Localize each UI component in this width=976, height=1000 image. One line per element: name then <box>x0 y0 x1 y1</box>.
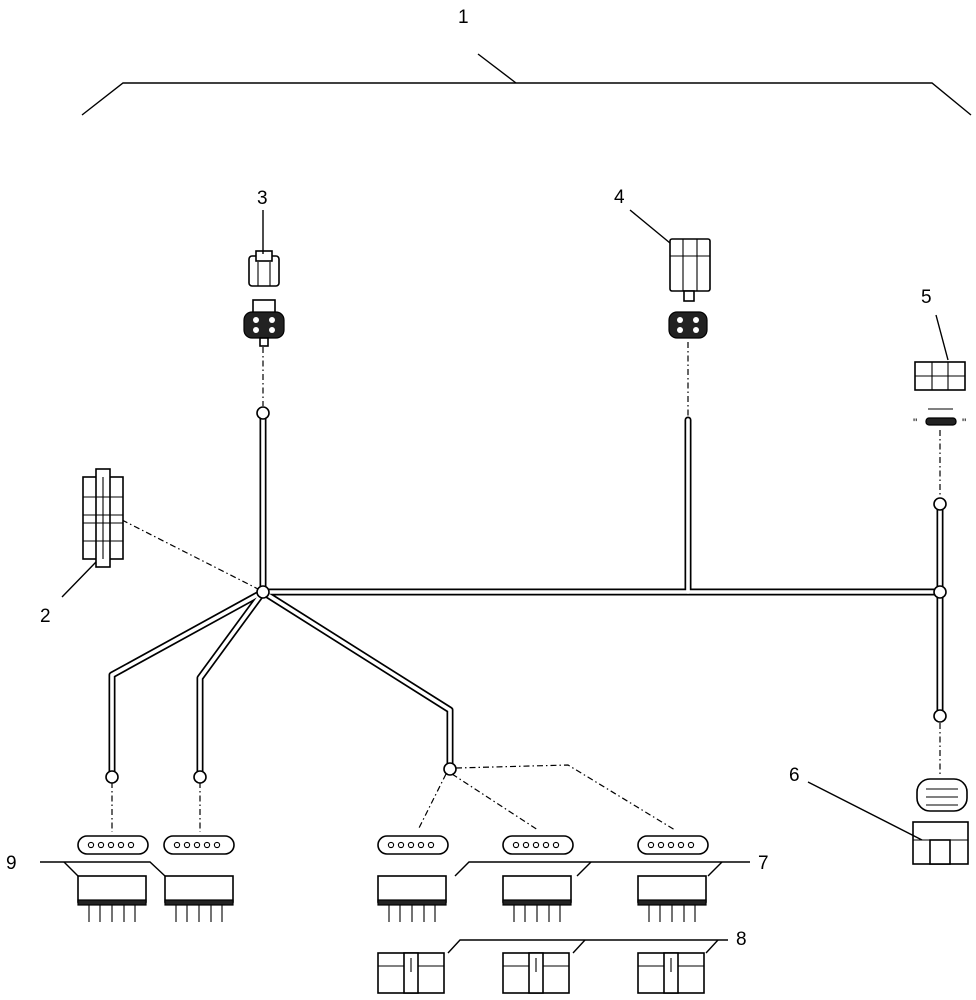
terminal-block-5 <box>637 875 707 922</box>
harness-wires <box>108 409 944 778</box>
housing-2 <box>502 952 570 994</box>
housing-1 <box>377 952 445 994</box>
callout-5: 5 <box>921 287 932 308</box>
connector-2 <box>82 468 124 568</box>
leader-lines <box>40 209 949 954</box>
svg-text:": " <box>913 416 917 430</box>
connector-5: " " <box>913 361 966 430</box>
oval-plug-4 <box>502 835 574 855</box>
callout-9: 9 <box>6 853 17 874</box>
callout-6: 6 <box>789 765 800 786</box>
callout-8: 8 <box>736 929 747 950</box>
connector-3 <box>243 250 285 347</box>
connector-4 <box>668 238 711 339</box>
svg-text:": " <box>962 416 966 430</box>
oval-plug-5 <box>637 835 709 855</box>
callout-4: 4 <box>614 187 625 208</box>
terminal-blocks <box>77 875 707 922</box>
oval-plug-3 <box>377 835 449 855</box>
housings <box>377 952 705 994</box>
callout-2: 2 <box>40 606 51 627</box>
terminal-block-4 <box>502 875 572 922</box>
terminal-block-3 <box>377 875 447 922</box>
housing-3 <box>637 952 705 994</box>
terminal-block-2 <box>164 875 234 922</box>
junction-nodes <box>105 406 947 784</box>
oval-plug-1 <box>77 835 149 855</box>
oval-plug-2 <box>163 835 235 855</box>
callout-1: 1 <box>458 7 469 28</box>
terminal-block-1 <box>77 875 147 922</box>
assembly-bracket <box>81 53 972 116</box>
callout-3: 3 <box>257 188 268 209</box>
callout-7: 7 <box>758 853 769 874</box>
callout-labels: 1 2 3 4 5 6 7 8 9 <box>6 7 932 950</box>
connection-lines <box>111 342 941 832</box>
oval-plugs <box>77 835 709 855</box>
connector-6 <box>912 778 969 865</box>
